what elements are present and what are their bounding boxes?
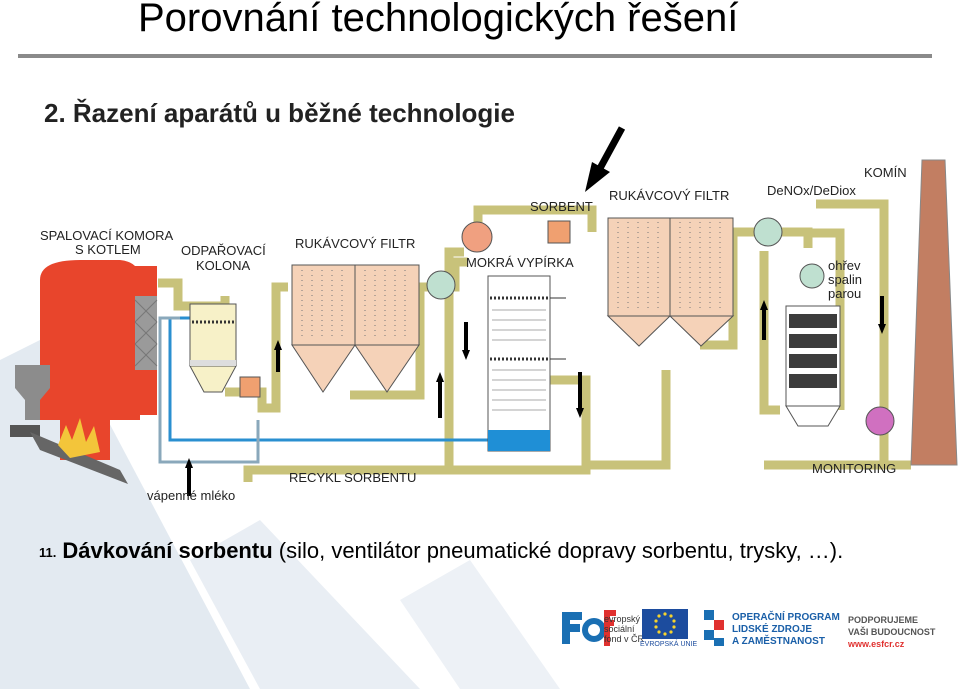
flames (58, 418, 100, 458)
wet-scrubber (487, 275, 566, 452)
label-rukavcovy-filtr-2: RUKÁVCOVÝ FILTR (609, 188, 730, 203)
label-kolona: KOLONA (196, 258, 251, 273)
label-mokra-vypirka: MOKRÁ VYPÍRKA (466, 255, 574, 270)
eu-text: EVROPSKÁ UNIE (640, 641, 698, 648)
label-rukavcovy-filtr-1: RUKÁVCOVÝ FILTR (295, 236, 416, 251)
deco-shape-right (400, 560, 560, 689)
op-text-3: A ZAMĚSTNANOST (732, 636, 825, 647)
heat-exchanger-1 (426, 270, 456, 300)
flow-arrows (185, 296, 886, 496)
arrow-up-3 (760, 300, 768, 340)
page-title: Porovnání technologických řešení (138, 0, 739, 40)
note-number: 11. (39, 544, 57, 560)
esf-text-2: sociální (604, 624, 635, 634)
op-text: OPERAČNÍ PROGRAM LIDSKÉ ZDROJE A ZAMĚSTN… (732, 612, 840, 648)
label-ohrev: ohřev (828, 258, 861, 273)
arrow-up-4 (185, 458, 193, 496)
podporujeme-text-1: PODPORUJEME (848, 615, 919, 625)
deco-shape-mid (190, 520, 420, 689)
podporujeme-text: PODPORUJEME VAŠI BUDOUCNOST www.esfcr.cz (848, 614, 935, 650)
evaporation-column (189, 303, 237, 393)
esf-logo (558, 606, 618, 650)
sorbent-doser-1 (239, 376, 261, 398)
arrow-up-1 (274, 340, 282, 372)
title-divider (18, 54, 932, 58)
page-subtitle: 2. Řazení aparátů u běžné technologie (44, 98, 515, 128)
esf-text: evropský sociální fond v ČR (604, 614, 644, 644)
denox-reactor (785, 305, 841, 427)
label-monitoring: MONITORING (812, 461, 897, 476)
heat-exchanger-3 (799, 263, 825, 289)
arrow-down-3 (878, 296, 886, 334)
label-komin: KOMÍN (864, 165, 907, 180)
label-spalovaci-komora: SPALOVACÍ KOMORA (40, 228, 174, 243)
arrow-up-2 (436, 372, 444, 418)
op-text-2: LIDSKÉ ZDROJE (732, 624, 813, 635)
label-s-kotlem: S KOTLEM (75, 242, 141, 257)
arrow-down-1 (462, 322, 470, 360)
op-lzz-logo (704, 610, 724, 646)
eu-flag-logo (642, 609, 688, 639)
label-odparovaci: ODPAŘOVACÍ (181, 243, 266, 258)
note-rest: (silo, ventilátor pneumatické dopravy so… (272, 538, 844, 563)
monitoring-point (865, 406, 895, 436)
stack (910, 159, 958, 466)
esf-text-1: evropský (604, 614, 641, 624)
bag-filter-2 (606, 217, 735, 347)
water-line-light (158, 316, 260, 464)
bag-filter-1 (291, 264, 420, 393)
sorbent-doser-2 (547, 220, 571, 244)
label-denox: DeNOx/DeDiox (767, 183, 856, 198)
podporujeme-text-2: VAŠI BUDOUCNOST (848, 627, 936, 637)
label-parou: parou (828, 286, 862, 301)
note-bold: Dávkování sorbentu (62, 538, 273, 563)
podporujeme-url: www.esfcr.cz (848, 639, 905, 649)
arrow-down-2 (576, 372, 584, 418)
feed-hopper (10, 365, 128, 484)
label-vapenne-mleko: vápenné mléko (147, 488, 236, 503)
op-text-1: OPERAČNÍ PROGRAM (732, 612, 840, 623)
heat-exchanger-2 (753, 217, 783, 247)
fan-1 (461, 221, 493, 253)
label-spalin: spalin (828, 272, 862, 287)
note-line: 11. Dávkování sorbentu (silo, ventilátor … (39, 538, 843, 564)
label-recykl-sorbentu: RECYKL SORBENTU (289, 470, 417, 485)
pointer-arrow (585, 126, 626, 192)
esf-text-3: fond v ČR (604, 634, 645, 644)
boiler (40, 260, 158, 460)
label-sorbent: SORBENT (530, 199, 593, 214)
